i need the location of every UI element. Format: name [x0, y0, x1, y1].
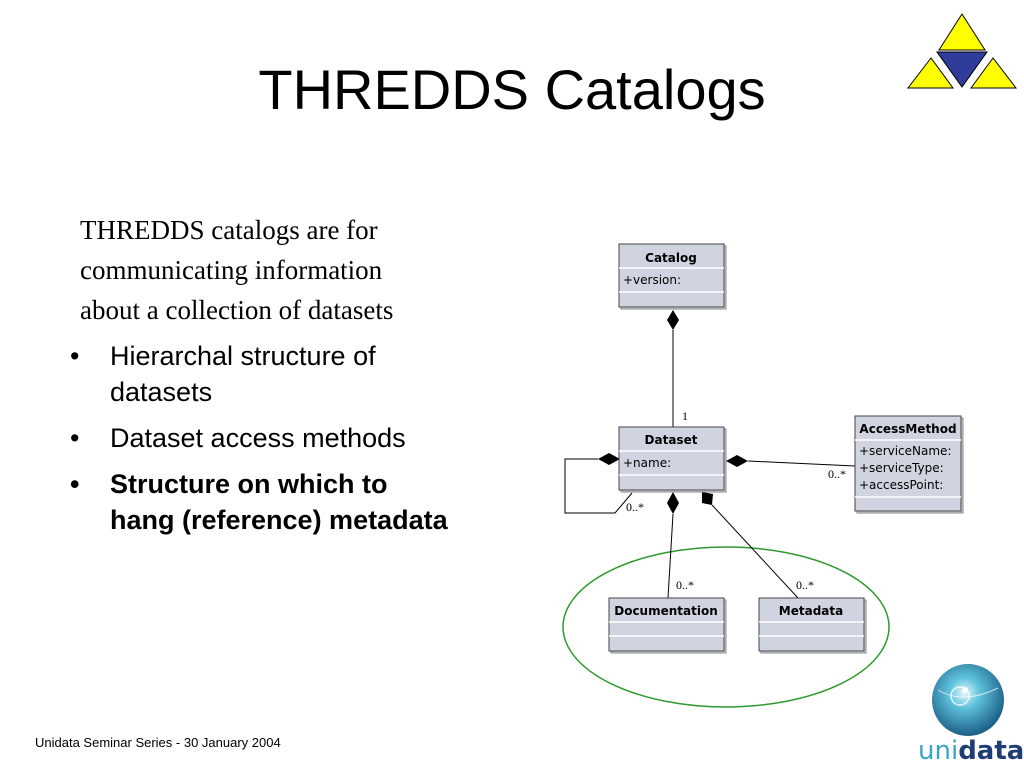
multiplicity-label: 0..*: [626, 500, 644, 514]
slide-title: THREDDS Catalogs: [258, 58, 766, 121]
multiplicity-label: 0..*: [796, 578, 814, 592]
bullet-dot: •: [70, 341, 80, 371]
class-name: Catalog: [645, 251, 697, 265]
triangle-logo: [906, 13, 1018, 89]
intro-line: communicating information: [80, 255, 383, 285]
bullet-item: • Dataset access methods: [70, 420, 550, 456]
bullet-line: hang (reference) metadata: [110, 505, 448, 535]
bullet-item: • Structure on which to hang (reference)…: [70, 466, 550, 538]
catalog-composition-diamond: [667, 310, 679, 330]
class-attribute: +serviceType:: [859, 461, 944, 475]
multiplicity-label: 1: [682, 409, 688, 423]
highlight-ellipse: [562, 546, 890, 708]
slide-footer: Unidata Seminar Series - 30 January 2004: [35, 735, 281, 750]
bullet-line: datasets: [110, 377, 213, 407]
bullet-item: • Hierarchal structure of datasets: [70, 338, 550, 410]
class-name: Metadata: [779, 604, 843, 618]
bullet-list: • Hierarchal structure of datasets • Dat…: [70, 338, 550, 548]
documentation-composition-diamond: [667, 492, 679, 514]
intro-line: THREDDS catalogs are for: [80, 215, 378, 245]
dataset-class: Dataset +name:: [618, 426, 727, 493]
bullet-line: Dataset access methods: [110, 423, 406, 453]
wordmark-uni: uni: [918, 736, 959, 766]
metadata-class: Metadata: [758, 597, 867, 654]
class-name: Dataset: [645, 433, 698, 447]
bullet-dot: •: [70, 423, 80, 453]
triangle-center: [936, 51, 988, 88]
bullet-line: Structure on which to: [110, 469, 388, 499]
class-name: Documentation: [614, 604, 718, 618]
access-composition-diamond: [726, 455, 748, 467]
class-attribute: +name:: [623, 456, 671, 470]
self-composition-diamond: [598, 453, 620, 465]
intro-line: about a collection of datasets: [80, 295, 394, 325]
class-name: AccessMethod: [859, 422, 956, 436]
dataset-self-link: [564, 458, 633, 514]
dataset-metadata-link: [711, 504, 799, 599]
multiplicity-label: 0..*: [828, 467, 846, 481]
dataset-access-link: [747, 460, 856, 467]
wordmark-data: data: [958, 736, 1024, 766]
class-attribute: +version:: [623, 273, 681, 287]
bullet-line: Hierarchal structure of: [110, 341, 376, 371]
triangle-left: [906, 57, 954, 89]
class-attribute: +accessPoint:: [859, 478, 943, 492]
multiplicity-label: 0..*: [676, 578, 694, 592]
dataset-documentation-link: [667, 513, 674, 599]
unidata-wordmark: unidata: [918, 736, 1024, 766]
unidata-logo-icon: [932, 664, 1004, 736]
triangle-right: [970, 57, 1018, 89]
access-method-class: AccessMethod +serviceName: +serviceType:…: [854, 415, 964, 514]
class-attribute: +serviceName:: [859, 444, 951, 458]
catalog-class: Catalog +version:: [618, 243, 727, 310]
triangle-top: [938, 13, 986, 51]
documentation-class: Documentation: [608, 597, 727, 654]
intro-text: THREDDS catalogs are for communicating i…: [80, 210, 540, 330]
bullet-dot: •: [70, 469, 80, 499]
metadata-composition-diamond: [702, 492, 713, 505]
